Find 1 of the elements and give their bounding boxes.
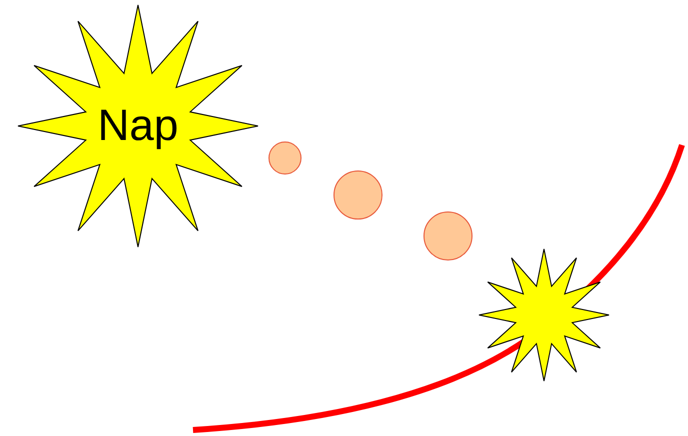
- star-label: Nap: [98, 104, 178, 148]
